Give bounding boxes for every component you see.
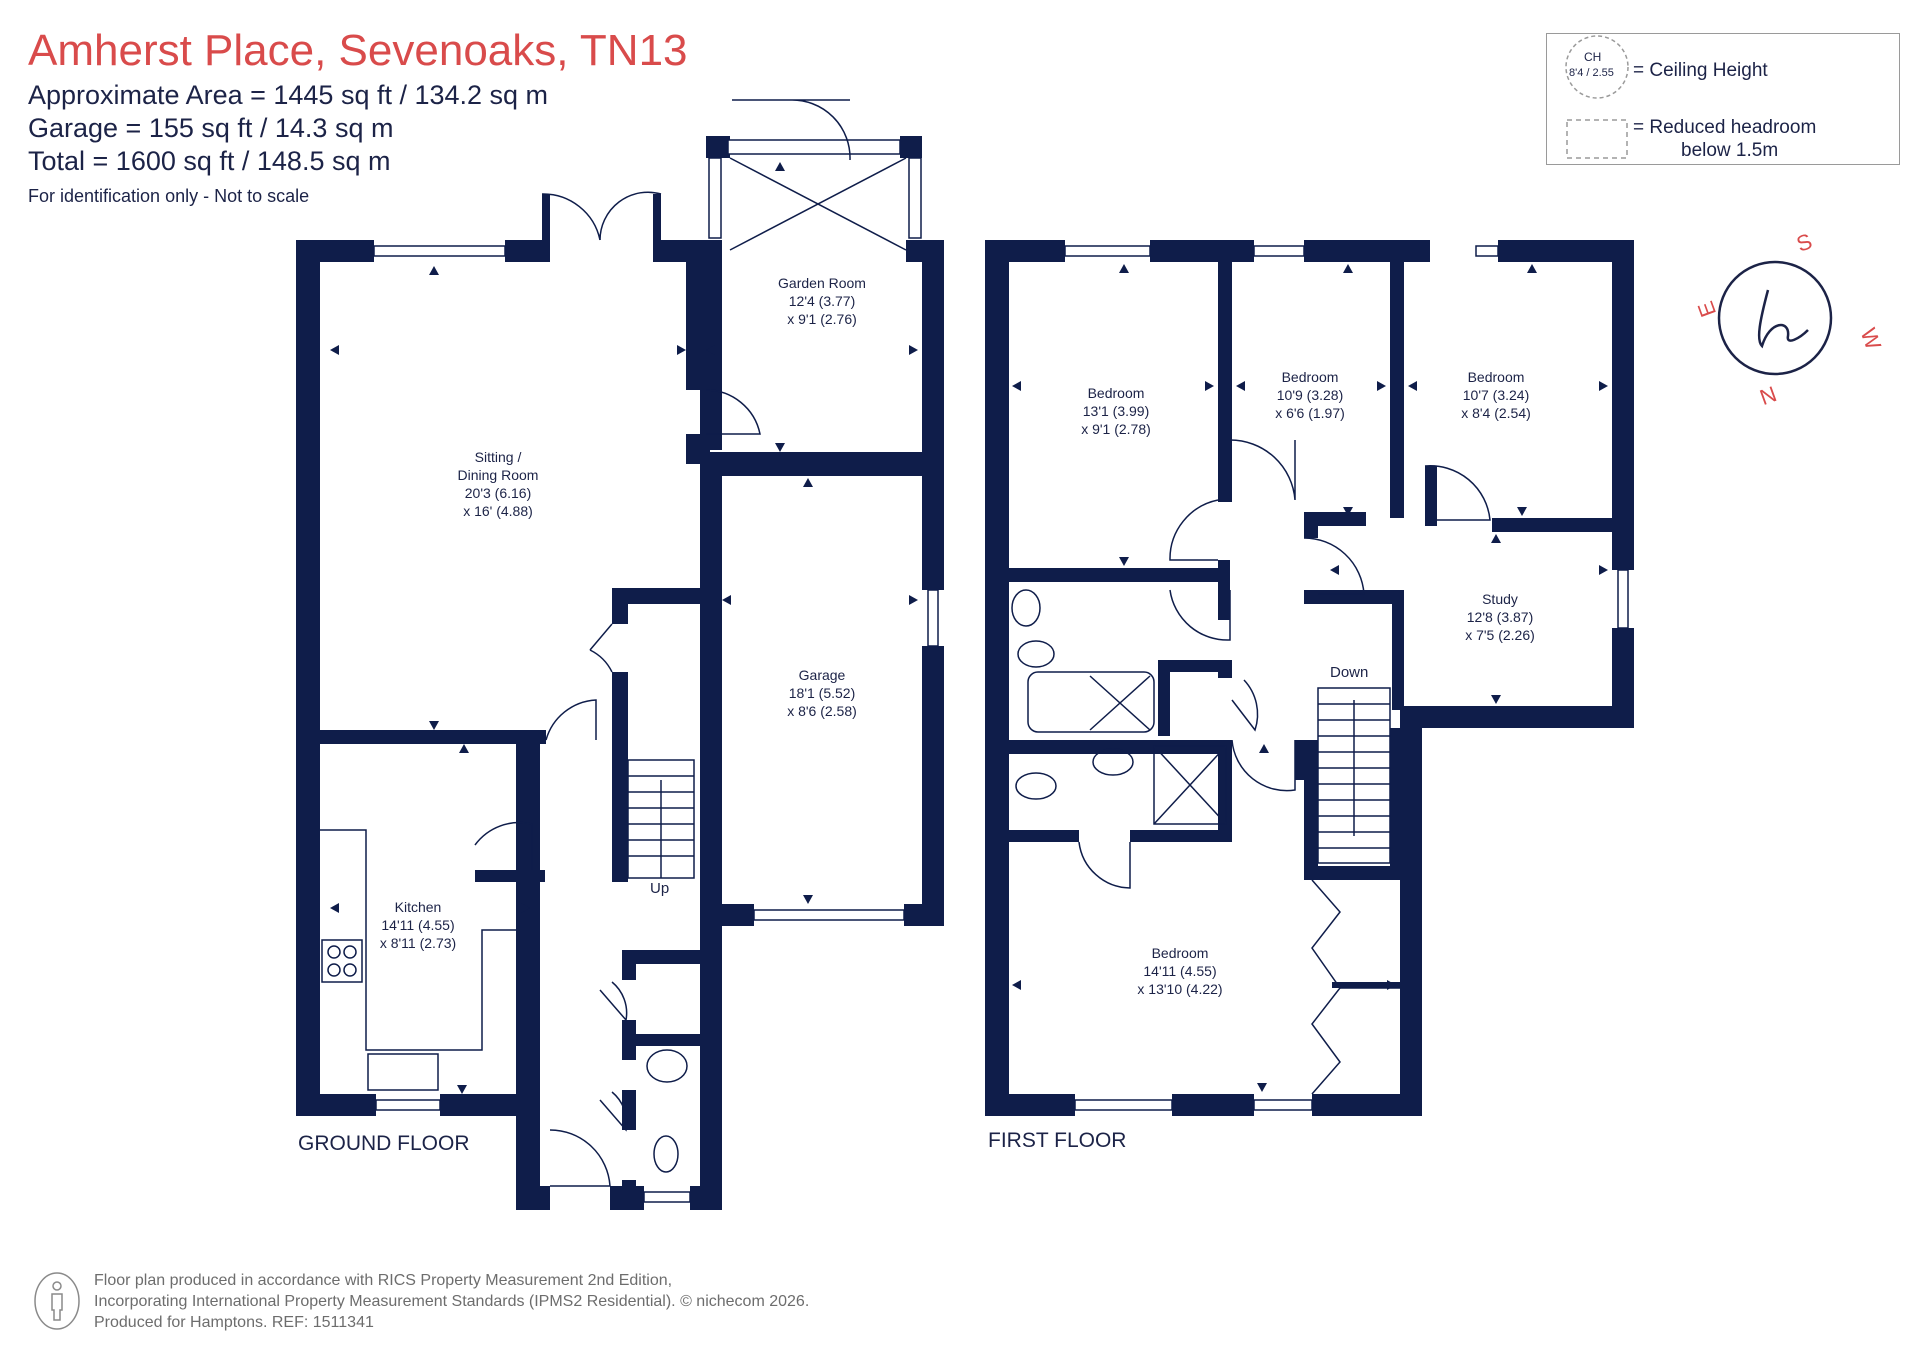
stairs-down-label: Down bbox=[1330, 664, 1369, 681]
compass bbox=[1717, 260, 1833, 376]
logo-mark bbox=[1757, 289, 1809, 349]
measurement-arrows bbox=[330, 162, 1608, 1094]
first-floor-label: FIRST FLOOR bbox=[988, 1129, 1127, 1152]
room-bedroom-1: Bedroom 13'1 (3.99) x 9'1 (2.78) bbox=[1081, 385, 1151, 437]
room-garden: Garden Room 12'4 (3.77) x 9'1 (2.76) bbox=[778, 275, 866, 327]
reduced-headroom-label-2: below 1.5m bbox=[1681, 140, 1779, 161]
room-study: Study 12'8 (3.87) x 7'5 (2.26) bbox=[1465, 591, 1535, 643]
legend-symbols bbox=[1565, 35, 1629, 159]
legend-box: CH 8'4 / 2.55 = Ceiling Height = Reduced… bbox=[1546, 33, 1900, 165]
ground-floor-label: GROUND FLOOR bbox=[298, 1132, 470, 1155]
person-icon bbox=[34, 1272, 80, 1330]
ch-value: 8'4 / 2.55 bbox=[1569, 67, 1614, 79]
reduced-headroom-icon bbox=[1566, 119, 1628, 159]
ceiling-height-icon bbox=[1565, 35, 1629, 99]
ceiling-height-label: = Ceiling Height bbox=[1633, 60, 1768, 81]
walls-ground-floor bbox=[296, 136, 944, 1210]
room-bedroom-2: Bedroom 10'9 (3.28) x 6'6 (1.97) bbox=[1275, 369, 1345, 421]
garage-area: Garage = 155 sq ft / 14.3 sq m bbox=[28, 113, 394, 143]
stairs-up-label: Up bbox=[650, 880, 670, 897]
ch-short: CH bbox=[1584, 50, 1602, 64]
room-bedroom-4: Bedroom 14'11 (4.55) x 13'10 (4.22) bbox=[1137, 945, 1223, 997]
total-area: Total = 1600 sq ft / 148.5 sq m bbox=[28, 146, 391, 176]
doors-and-fixtures bbox=[320, 99, 1491, 1187]
room-kitchen: Kitchen 14'11 (4.55) x 8'11 (2.73) bbox=[379, 899, 457, 951]
page-title: Amherst Place, Sevenoaks, TN13 bbox=[28, 26, 688, 75]
room-garage: Garage 18'1 (5.52) x 8'6 (2.58) bbox=[787, 667, 857, 719]
room-sitting-dining: Sitting / Dining Room 20'3 (6.16) x 16' … bbox=[457, 449, 539, 519]
room-bedroom-3: Bedroom 10'7 (3.24) x 8'4 (2.54) bbox=[1461, 369, 1531, 421]
approx-area: Approximate Area = 1445 sq ft / 134.2 sq… bbox=[28, 80, 549, 110]
walls-first-floor bbox=[985, 240, 1634, 1116]
windows bbox=[373, 139, 1629, 1203]
footer-disclaimer: Floor plan produced in accordance with R… bbox=[94, 1272, 810, 1331]
scale-note: For identification only - Not to scale bbox=[28, 186, 310, 206]
reduced-headroom-label: = Reduced headroom bbox=[1633, 117, 1817, 138]
